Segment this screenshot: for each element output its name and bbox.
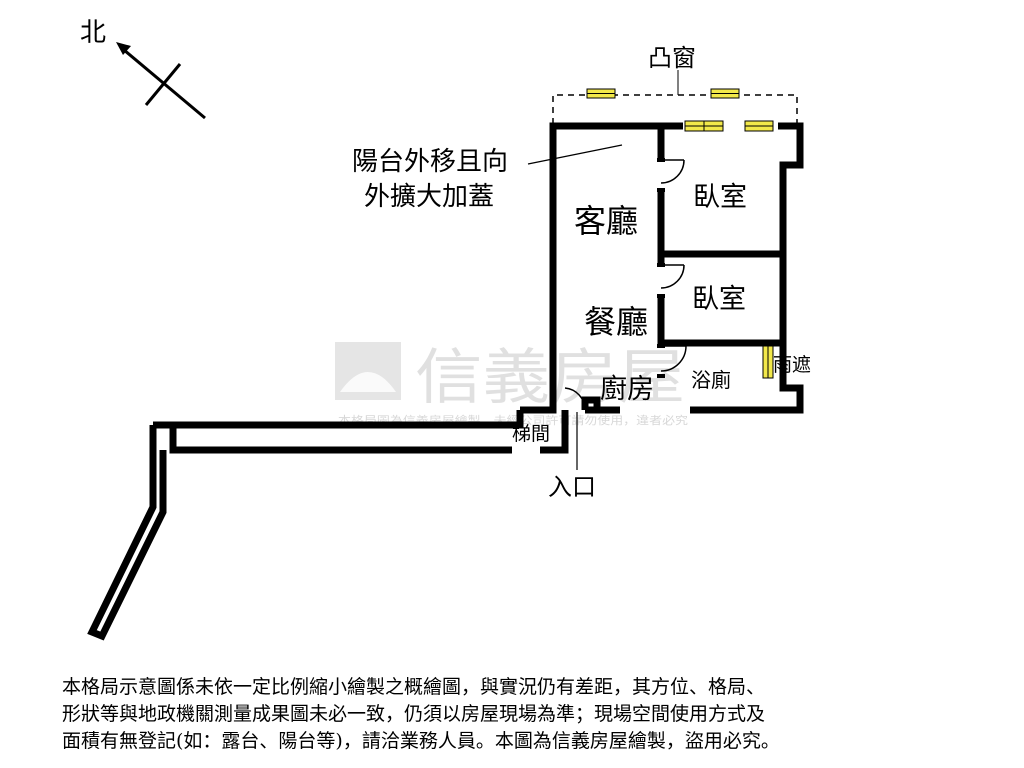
room-label-stairwell: 梯間 xyxy=(512,423,550,445)
floor-plan: 信義房屋 本格局圖為信義房屋繪製，未經公司許可請勿使用，違者必究 北 凸窗 xyxy=(80,18,811,641)
door-bedroom-2-icon xyxy=(660,264,685,289)
compass: 北 xyxy=(80,18,206,120)
compass-north-label: 北 xyxy=(80,18,106,48)
room-label-bedroom-1: 臥室 xyxy=(693,182,747,213)
bay-window: 凸窗 xyxy=(552,44,798,124)
window-icon xyxy=(710,88,740,99)
door-bedroom-1-icon xyxy=(660,159,685,184)
room-label-kitchen: 廚房 xyxy=(600,374,654,405)
watermark-logo xyxy=(335,342,401,400)
doors xyxy=(564,158,687,411)
window-icon xyxy=(586,88,616,99)
door-bathroom-icon xyxy=(660,345,687,372)
disclaimer-line-3: 面積有無登記(如：露台、陽台等)，請洽業務人員。本圖為信義房屋繪製，盜用必究。 xyxy=(62,730,780,752)
annotation-line-2: 外擴大加蓋 xyxy=(364,182,494,212)
window-icon xyxy=(744,120,774,132)
window-icon xyxy=(684,120,724,132)
room-label-entrance: 入口 xyxy=(548,473,596,501)
room-label-rain-shelter: 雨遮 xyxy=(773,354,811,376)
disclaimer-line-2: 形狀等與地政機關測量成果圖未必一致，仍須以房屋現場為準；現場空間使用方式及 xyxy=(62,703,766,725)
annotation-leader xyxy=(527,144,623,165)
room-label-dining: 餐廳 xyxy=(584,303,648,341)
north-arrow-icon xyxy=(116,42,131,55)
bay-window-label: 凸窗 xyxy=(648,44,696,72)
room-label-bathroom: 浴廁 xyxy=(691,368,731,392)
disclaimer: 本格局示意圖係未依一定比例縮小繪製之概繪圖，與實況仍有差距，其方位、格局、 形狀… xyxy=(62,674,982,755)
door-entrance-icon xyxy=(564,387,586,411)
room-label-living: 客廳 xyxy=(574,202,638,240)
annotation-line-1: 陽台外移且向 xyxy=(352,147,508,177)
room-label-bedroom-2: 臥室 xyxy=(692,284,746,315)
disclaimer-line-1: 本格局示意圖係未依一定比例縮小繪製之概繪圖，與實況仍有差距，其方位、格局、 xyxy=(62,676,766,698)
window-icon xyxy=(762,345,774,379)
